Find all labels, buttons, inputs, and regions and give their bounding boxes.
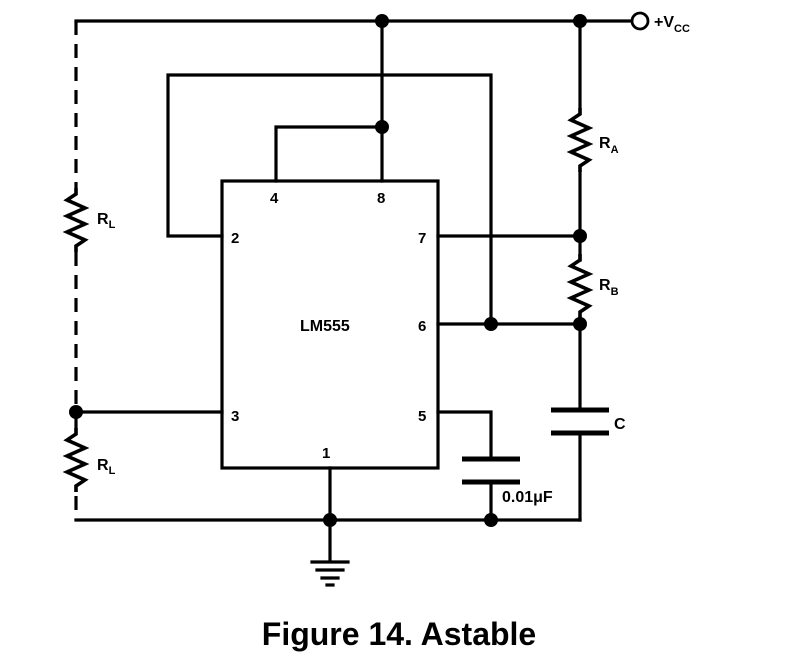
junction-dot-threshold (484, 317, 498, 331)
pin-5-label: 5 (418, 408, 426, 425)
junction-dot-vcc-pin8 (375, 14, 389, 28)
ra-resistor (566, 108, 594, 172)
pin-6-label: 6 (418, 318, 426, 335)
junction-dot-pin7 (573, 229, 587, 243)
junction-dot-pin4 (375, 120, 389, 134)
junction-dot-vcc-ra (573, 14, 587, 28)
control-capacitor-label: 0.01μF (502, 489, 553, 506)
rl-bottom-resistor (62, 428, 90, 492)
pin-5-wire (436, 410, 493, 461)
pin-2-label: 2 (231, 230, 239, 247)
pin-3-label: 3 (231, 408, 239, 425)
pin-8-label: 8 (377, 190, 385, 207)
ground-icon (310, 560, 350, 587)
junction-dot-control-ground (484, 513, 498, 527)
vcc-label: +VCC (654, 14, 690, 35)
figure-caption: Figure 14. Astable (261, 616, 537, 652)
vcc-terminal-icon (630, 11, 650, 31)
trigger-threshold-wire (166, 73, 493, 326)
timing-capacitor-label: C (614, 416, 626, 433)
rb-resistor (566, 254, 594, 318)
junction-dot-ground (323, 513, 337, 527)
rb-label: RB (599, 277, 619, 298)
chip-name-label: LM555 (300, 318, 350, 335)
junction-dot-pin6 (573, 317, 587, 331)
pin-4-wire (274, 125, 384, 183)
rl-top-label: RL (97, 211, 116, 231)
pin-1-label: 1 (322, 445, 330, 462)
ra-label: RA (599, 135, 619, 156)
rl-bottom-label: RL (97, 457, 116, 477)
rl-top-resistor (62, 188, 90, 252)
pin-7-label: 7 (418, 230, 426, 247)
junction-dot-output (69, 405, 83, 419)
pin-4-label: 4 (270, 190, 279, 207)
